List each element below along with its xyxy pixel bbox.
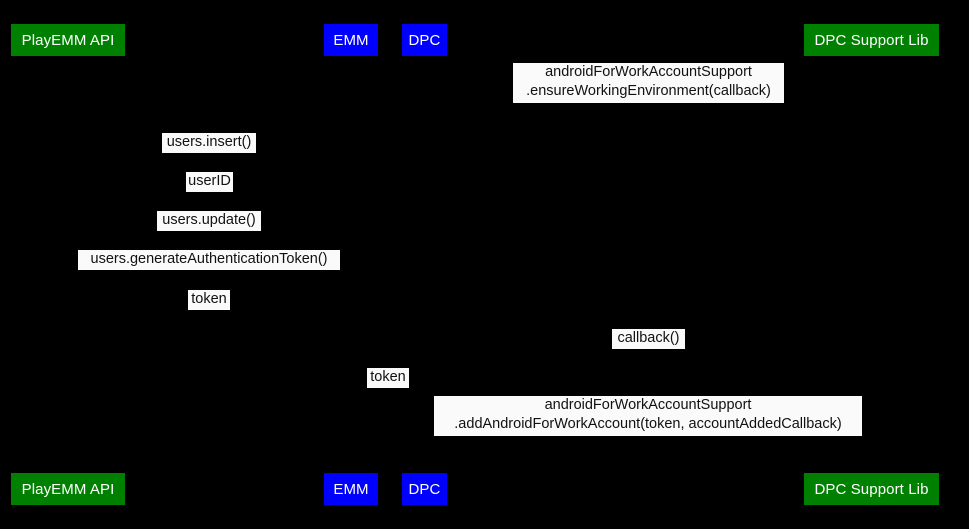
message-label-user-id: userID — [186, 172, 233, 192]
participant-label: DPC — [408, 31, 441, 49]
participant-dpc-support-lib-top[interactable]: DPC Support Lib — [804, 24, 939, 56]
participant-label: DPC Support Lib — [814, 31, 929, 49]
participant-playemm-api-bottom[interactable]: PlayEMM API — [11, 473, 125, 505]
participant-label: EMM — [333, 31, 369, 49]
message-label-ensure-working-environment: androidForWorkAccountSupport .ensureWork… — [513, 63, 784, 103]
participant-label: DPC Support Lib — [814, 480, 929, 498]
message-label-add-android-for-work-account: androidForWorkAccountSupport .addAndroid… — [434, 396, 862, 436]
message-label-token-response: token — [188, 290, 230, 310]
participant-label: PlayEMM API — [21, 31, 115, 49]
participant-label: PlayEMM API — [21, 480, 115, 498]
message-label-token-forward: token — [367, 368, 409, 388]
message-label-users-generate-authentication-token: users.generateAuthenticationToken() — [78, 250, 340, 270]
participant-dpc-bottom[interactable]: DPC — [402, 473, 447, 505]
participant-emm-bottom[interactable]: EMM — [324, 473, 378, 505]
message-label-users-update: users.update() — [157, 211, 261, 231]
message-label-callback: callback() — [612, 329, 685, 349]
message-label-users-insert: users.insert() — [162, 133, 256, 153]
participant-label: EMM — [333, 480, 369, 498]
participant-label: DPC — [408, 480, 441, 498]
participant-playemm-api-top[interactable]: PlayEMM API — [11, 24, 125, 56]
participant-dpc-top[interactable]: DPC — [402, 24, 447, 56]
participant-dpc-support-lib-bottom[interactable]: DPC Support Lib — [804, 473, 939, 505]
participant-emm-top[interactable]: EMM — [324, 24, 378, 56]
